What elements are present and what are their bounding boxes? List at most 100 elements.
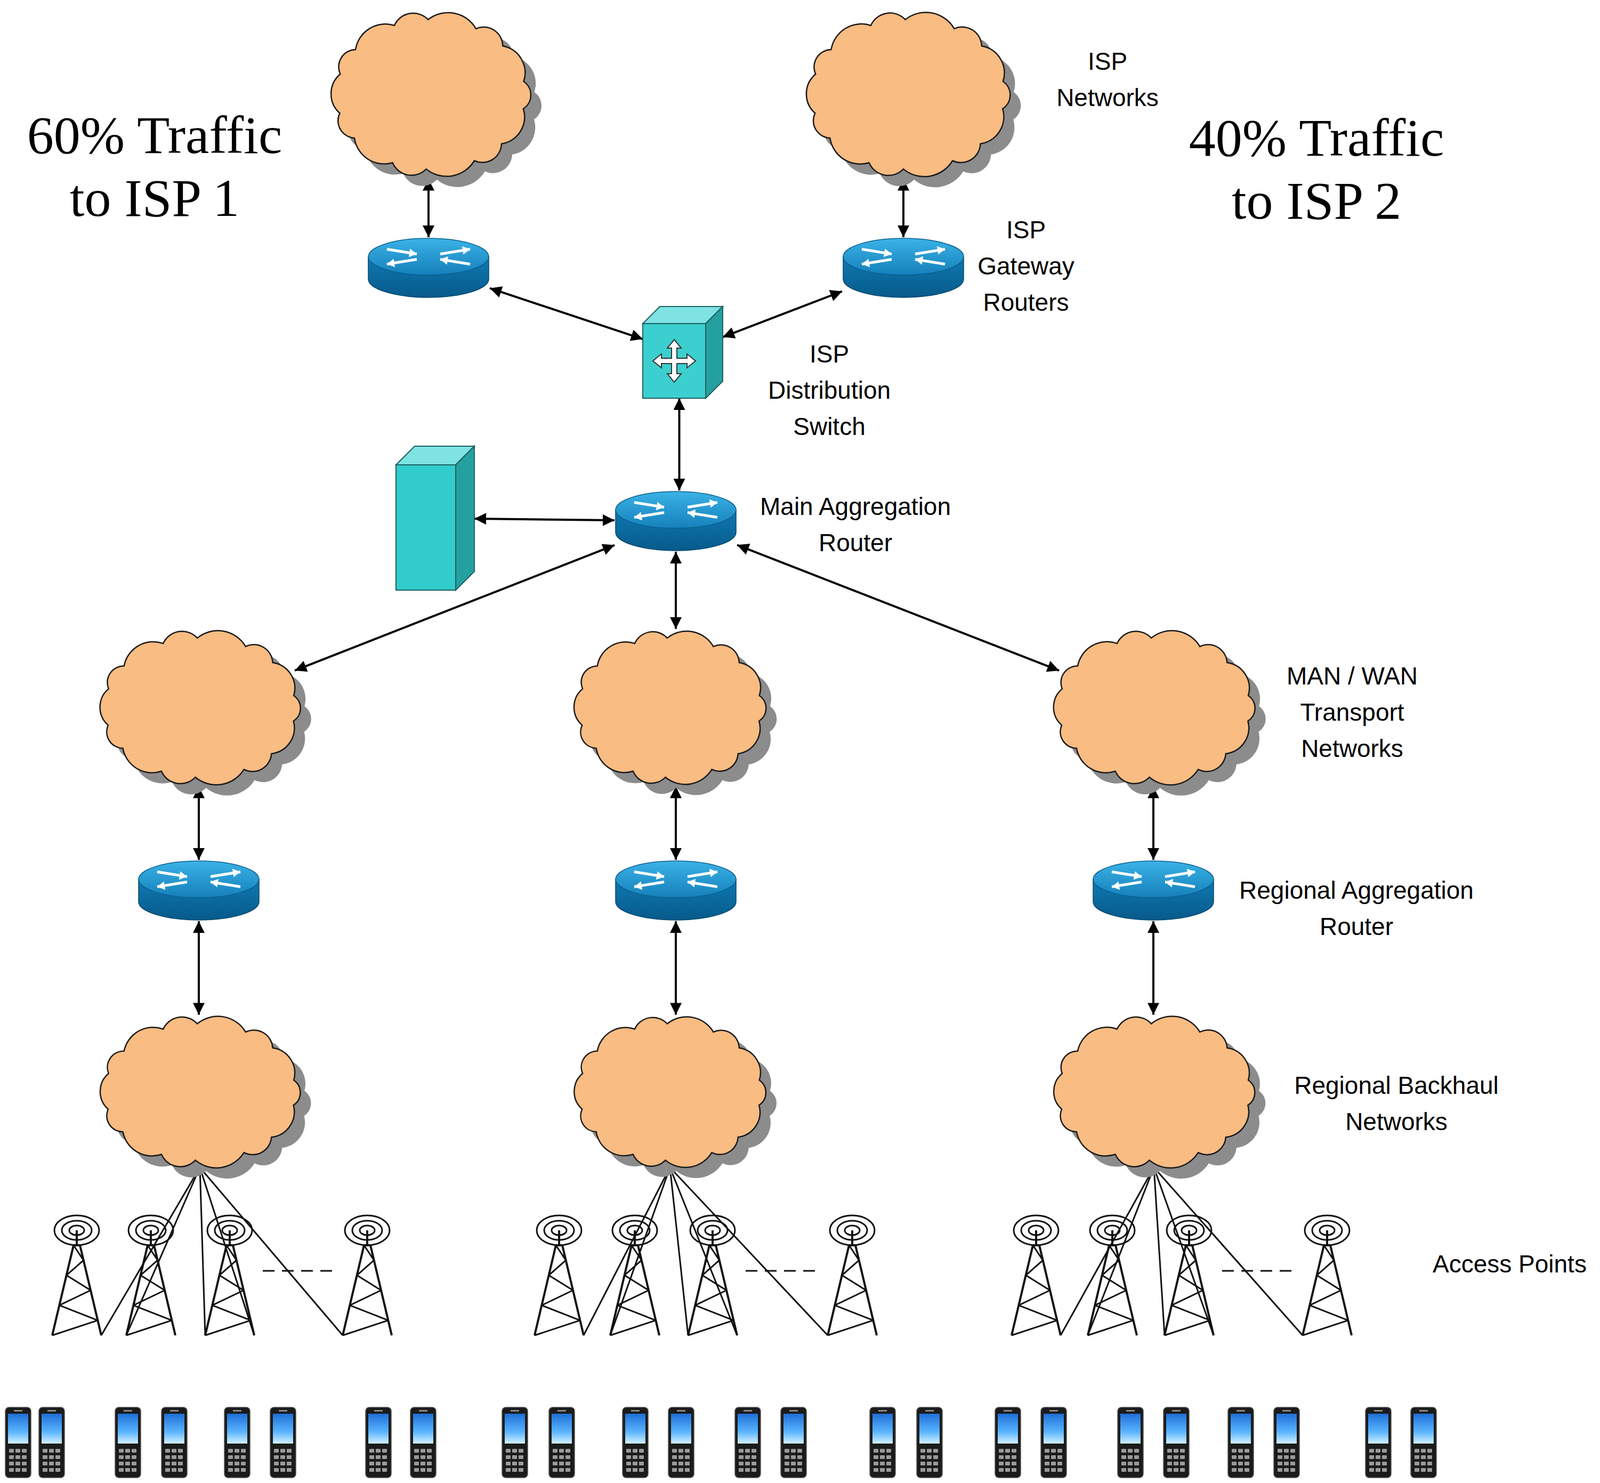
connector-arrow (674, 786, 677, 860)
phone-key (565, 1467, 571, 1472)
router-icon (367, 237, 490, 299)
phone-key (131, 1467, 137, 1472)
phone-key (672, 1455, 677, 1459)
phone-key (1057, 1455, 1063, 1459)
phone-key (1283, 1455, 1289, 1459)
phone-speaker (13, 1409, 23, 1412)
tower-brace (834, 1290, 867, 1306)
router-arrow (709, 499, 718, 508)
phone-key (1121, 1467, 1127, 1472)
phone-key (1277, 1448, 1283, 1453)
tower-brace (342, 1320, 389, 1336)
phone-key (790, 1455, 796, 1459)
phone-key (1167, 1448, 1173, 1453)
phone-body (1163, 1407, 1190, 1478)
tower-brace (1309, 1290, 1341, 1306)
antenna-signal (1166, 1215, 1212, 1246)
mobile-phone (780, 1407, 807, 1478)
router-top (368, 238, 489, 276)
tower-brace (1102, 1259, 1120, 1275)
antenna-signal (128, 1215, 174, 1246)
phone-key (1427, 1455, 1433, 1459)
phone-screen (783, 1413, 804, 1444)
tower-mast (633, 1230, 636, 1246)
phone-key (1283, 1461, 1289, 1466)
tower-brace (1018, 1290, 1050, 1306)
phone-key (1127, 1448, 1133, 1453)
phone-key (234, 1448, 240, 1453)
phone-key (1375, 1448, 1381, 1453)
phone-key (55, 1455, 61, 1459)
phone-key (784, 1467, 790, 1472)
mobile-phone (161, 1407, 188, 1478)
phone-speaker (232, 1409, 242, 1412)
phone-speaker (789, 1409, 798, 1412)
phone-key (1238, 1467, 1243, 1472)
phone-key (518, 1467, 524, 1472)
phone-key (1382, 1461, 1387, 1466)
phone-key (672, 1448, 677, 1453)
phone-key (165, 1455, 171, 1459)
phone-key (559, 1448, 564, 1453)
tower-brace (1032, 1245, 1044, 1260)
phone-key (286, 1448, 292, 1453)
cloud-outline (574, 631, 766, 785)
tower-brace (1171, 1290, 1203, 1306)
phone-key (286, 1455, 292, 1459)
tower-mast (1188, 1230, 1191, 1246)
phone-key (240, 1461, 246, 1466)
phone-screen (1368, 1413, 1389, 1444)
phone-screen (671, 1413, 692, 1444)
phone-key (626, 1467, 632, 1472)
phone-key (49, 1461, 54, 1466)
phone-key (1283, 1467, 1289, 1472)
phone-speaker (1172, 1409, 1181, 1412)
tower-brace (212, 1290, 244, 1306)
node-shape (842, 237, 965, 299)
phone-screen (7, 1413, 29, 1444)
phone-screen (872, 1413, 893, 1444)
antenna-signal (54, 1215, 100, 1246)
tower-icon (827, 1215, 877, 1336)
phone-key (118, 1461, 124, 1466)
tower-brace (1164, 1320, 1210, 1336)
antenna-signal (536, 1215, 582, 1246)
mobile-phone (502, 1407, 528, 1478)
phone-key (1231, 1461, 1237, 1466)
antenna-signal (1089, 1215, 1135, 1246)
phone-key (1134, 1448, 1139, 1453)
phone-screen (1120, 1413, 1141, 1444)
phone-key (920, 1455, 926, 1459)
phone-speaker (1126, 1409, 1135, 1412)
phone-key (1051, 1455, 1056, 1459)
phone-key (1277, 1461, 1283, 1466)
tower-leg (126, 1245, 148, 1336)
phone-speaker (1374, 1409, 1383, 1412)
phone-key (426, 1467, 432, 1472)
phone-key (626, 1448, 632, 1453)
phone-key (684, 1461, 690, 1466)
phone-key (171, 1448, 177, 1453)
phone-key (1044, 1461, 1050, 1466)
phone-speaker (418, 1409, 428, 1412)
node-shape (1043, 624, 1276, 802)
node-shape (1092, 859, 1215, 921)
phone-key (1231, 1467, 1237, 1472)
phone-key (1375, 1461, 1381, 1466)
phone-key (797, 1461, 803, 1466)
phone-key (125, 1461, 131, 1466)
phone-key (125, 1448, 131, 1453)
tower-brace (1178, 1259, 1197, 1275)
tower-brace (842, 1259, 860, 1275)
tower-leg (827, 1245, 850, 1336)
phone-body (548, 1407, 575, 1478)
tower-brace (631, 1245, 642, 1260)
phone-key (1427, 1448, 1433, 1453)
phone-key (375, 1448, 381, 1453)
phone-key (1180, 1448, 1185, 1453)
phone-speaker (878, 1409, 887, 1412)
tower-brace (1018, 1305, 1057, 1321)
network-cloud: MAN / WAN Transport Networks (1043, 624, 1276, 802)
phone-key (240, 1467, 246, 1472)
phone-key (505, 1467, 511, 1472)
